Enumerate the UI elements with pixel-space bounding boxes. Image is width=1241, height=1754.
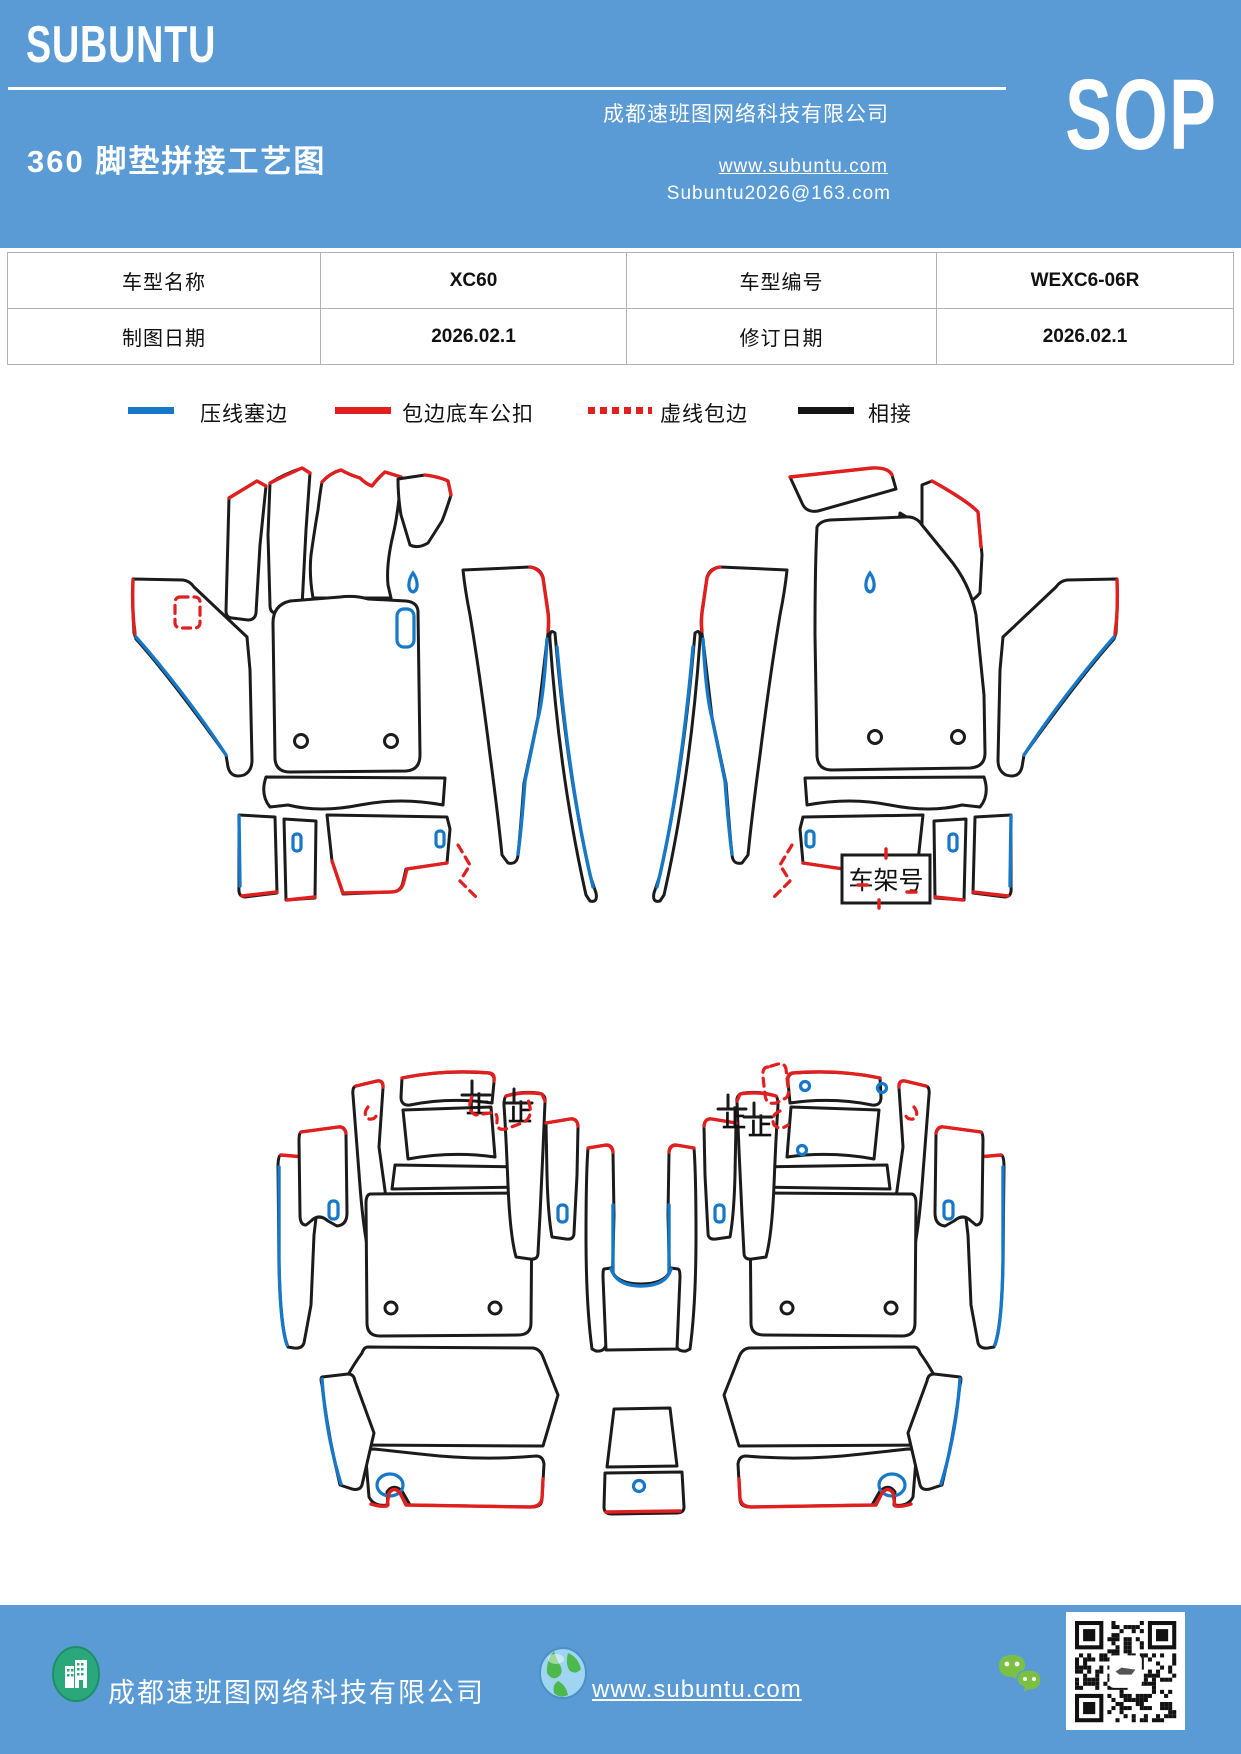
model-name-label: 车型名称 [7, 252, 321, 309]
globe-icon [539, 1647, 587, 1699]
legend-label: 包边底车公扣 [402, 403, 534, 426]
header-email: Subuntu2026@163.com [666, 183, 891, 204]
brand-logo: SUBUNTU [26, 15, 217, 74]
legend-label: 压线塞边 [200, 403, 288, 426]
legend-swatch-red [335, 407, 391, 414]
legend-label: 虚线包边 [660, 403, 748, 426]
legend-label: 相接 [868, 403, 912, 426]
draw-date-label: 制图日期 [7, 308, 321, 365]
front-mats-diagram: 车架号 [130, 466, 1120, 910]
line-legend: 压线塞边 包边底车公扣 虚线包边 相接 [0, 398, 1241, 428]
building-icon [52, 1646, 100, 1702]
header-banner: SUBUNTU SOP 成都速班图网络科技有限公司 360 脚垫拼接工艺图 ww… [0, 0, 1241, 248]
footer-website-link[interactable]: www.subuntu.com [592, 1676, 802, 1703]
qr-code [1066, 1612, 1185, 1730]
rear-mats-diagram: 止 止 止 止 [276, 1062, 1006, 1516]
sop-label: SOP [1064, 59, 1217, 171]
vin-plate: 车架号 [840, 847, 932, 910]
model-name-value: XC60 [320, 252, 627, 309]
revise-date-label: 修订日期 [626, 308, 937, 365]
stop-marks-right: 止 止 [716, 1062, 889, 1157]
header-divider [8, 87, 1006, 90]
footer-company-name: 成都速班图网络科技有限公司 [108, 1678, 485, 1708]
rear-center-pieces [601, 1266, 686, 1516]
draw-date-value: 2026.02.1 [320, 308, 627, 365]
vehicle-info-table: 车型名称 XC60 车型编号 WEXC6-06R 制图日期 2026.02.1 … [7, 252, 1234, 365]
model-code-label: 车型编号 [626, 252, 937, 309]
front-left-group [130, 466, 598, 903]
header-company-name: 成都速班图网络科技有限公司 [603, 103, 889, 126]
legend-swatch-blue [128, 407, 174, 414]
rear-right-group [666, 1070, 1006, 1509]
model-code-value: WEXC6-06R [936, 252, 1234, 309]
header-website-link[interactable]: www.subuntu.com [718, 156, 888, 177]
front-right-torso [788, 466, 987, 772]
legend-swatch-black [798, 407, 854, 414]
page-title: 360 脚垫拼接工艺图 [27, 144, 327, 179]
revise-date-value: 2026.02.1 [936, 308, 1234, 365]
table-row: 车型名称 XC60 车型编号 WEXC6-06R [7, 252, 1234, 309]
rear-left-group [276, 1070, 616, 1509]
wechat-icon [999, 1655, 1042, 1695]
stop-marks-left: 止 止 [460, 1079, 534, 1131]
table-row: 制图日期 2026.02.1 修订日期 2026.02.1 [7, 308, 1234, 365]
legend-swatch-dashed [588, 407, 652, 414]
